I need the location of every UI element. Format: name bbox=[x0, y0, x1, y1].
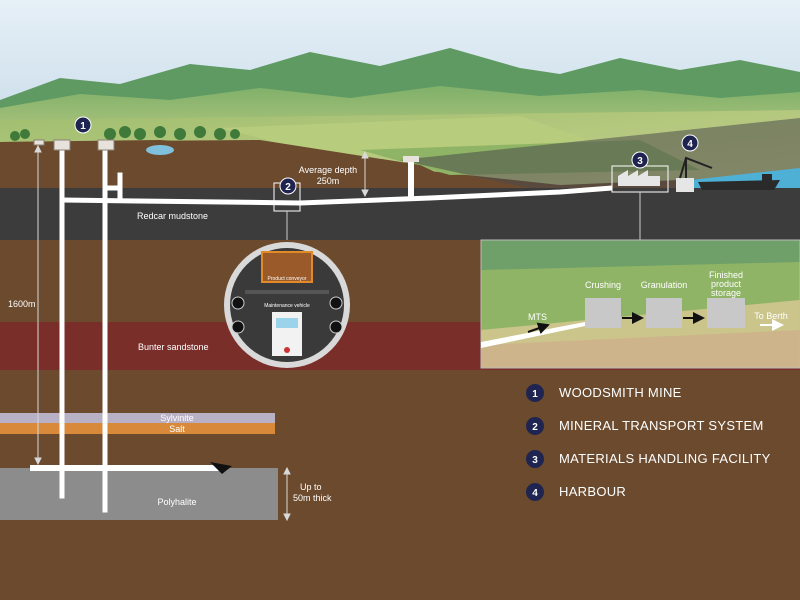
ship-cabin bbox=[762, 174, 772, 181]
harbour-crane bbox=[679, 156, 713, 179]
salt-label: Salt bbox=[169, 424, 185, 434]
marker-3-number: 3 bbox=[637, 156, 643, 167]
granulation-label: Granulation bbox=[641, 280, 688, 290]
legend-item-mineral-transport-system: 2 MINERAL TRANSPORT SYSTEM bbox=[526, 417, 764, 435]
thickness-label-2: 50m thick bbox=[293, 493, 332, 503]
average-depth-dimension bbox=[361, 150, 369, 198]
average-depth-label: Average depth bbox=[299, 165, 357, 175]
sylvinite-label: Sylvinite bbox=[160, 413, 194, 423]
maintenance-vehicle-label: Maintenance vehicle bbox=[264, 303, 310, 309]
ship bbox=[698, 180, 780, 190]
crushing-box bbox=[585, 298, 621, 328]
marker-1-number: 1 bbox=[80, 121, 86, 132]
legend-label-4: HARBOUR bbox=[559, 484, 626, 499]
pond bbox=[146, 145, 174, 155]
mine-shafts bbox=[59, 147, 123, 513]
depth-1600-dimension bbox=[34, 144, 42, 466]
mts-tunnel bbox=[61, 185, 613, 206]
legend: 1 WOODSMITH MINE 2 MINERAL TRANSPORT SYS… bbox=[526, 384, 771, 501]
mts-inflow bbox=[481, 322, 585, 348]
mhf-building-icon bbox=[618, 170, 660, 186]
average-depth-value: 250m bbox=[317, 176, 340, 186]
legend-label-2: MINERAL TRANSPORT SYSTEM bbox=[559, 418, 764, 433]
finished-label-2: product bbox=[711, 279, 742, 289]
marker-4-number: 4 bbox=[687, 139, 693, 150]
redcar-mudstone-label: Redcar mudstone bbox=[137, 211, 208, 221]
depth-1600-label: 1600m bbox=[8, 299, 36, 309]
legend-item-materials-handling-facility: 3 MATERIALS HANDLING FACILITY bbox=[526, 450, 771, 468]
mine-headframes bbox=[33, 139, 115, 151]
mts-arrow bbox=[527, 322, 550, 334]
intermediate-shaft bbox=[408, 160, 414, 198]
granulation-box bbox=[646, 298, 682, 328]
legend-number-4: 4 bbox=[532, 488, 538, 499]
harbour-quay bbox=[676, 178, 694, 192]
marker-woodsmith: 1 bbox=[74, 116, 92, 134]
legend-number-2: 2 bbox=[532, 422, 538, 433]
bunter-sandstone-label: Bunter sandstone bbox=[138, 342, 209, 352]
legend-number-1: 1 bbox=[532, 389, 538, 400]
marker-mhf: 3 bbox=[631, 151, 649, 169]
crushing-label: Crushing bbox=[585, 280, 621, 290]
legend-label-3: MATERIALS HANDLING FACILITY bbox=[559, 451, 771, 466]
thickness-label-1: Up to bbox=[300, 482, 322, 492]
marker-mts: 2 bbox=[279, 177, 297, 195]
legend-item-woodsmith-mine: 1 WOODSMITH MINE bbox=[526, 384, 682, 402]
to-berth-label: To Berth bbox=[754, 311, 788, 321]
polyhalite-label: Polyhalite bbox=[157, 497, 196, 507]
tunnel-cross-section bbox=[224, 242, 350, 368]
mining-machine bbox=[210, 462, 232, 474]
intermediate-shaft-head bbox=[403, 156, 419, 162]
legend-number-3: 3 bbox=[532, 455, 538, 466]
process-inset bbox=[480, 239, 800, 369]
thickness-dimension bbox=[283, 466, 291, 522]
storage-box bbox=[707, 298, 745, 328]
legend-item-harbour: 4 HARBOUR bbox=[526, 483, 626, 501]
finished-label-3: storage bbox=[711, 288, 741, 298]
marker-harbour: 4 bbox=[681, 134, 699, 152]
marker-2-number: 2 bbox=[285, 182, 291, 193]
sylvinite-layer bbox=[0, 413, 275, 423]
dark-plain bbox=[400, 118, 800, 195]
mts-label: MTS bbox=[528, 312, 547, 322]
legend-label-1: WOODSMITH MINE bbox=[559, 385, 682, 400]
product-conveyor-label: Product conveyor bbox=[268, 276, 307, 282]
polyhalite-layer bbox=[0, 468, 278, 520]
salt-layer bbox=[0, 423, 275, 434]
finished-label-1: Finished bbox=[709, 270, 743, 280]
tree-line bbox=[10, 126, 240, 141]
